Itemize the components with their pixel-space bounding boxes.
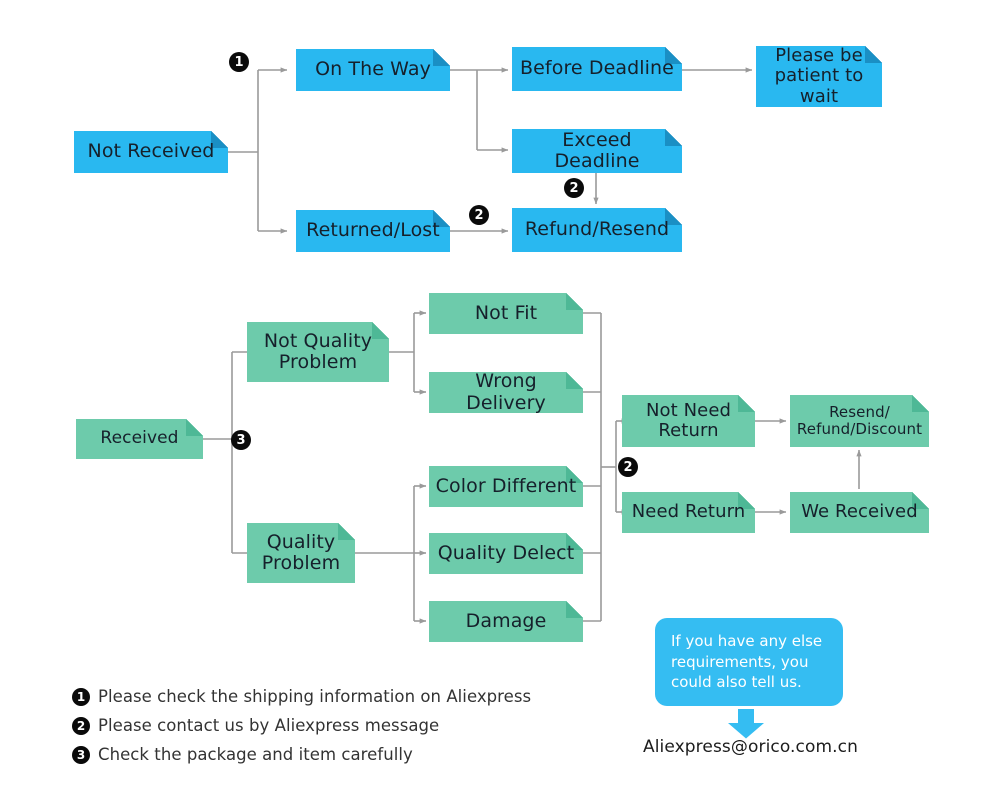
node-need-return[interactable]: Need Return	[622, 492, 755, 533]
badge-step-2-returned: 2	[469, 205, 489, 225]
node-not-quality-problem[interactable]: Not Quality Problem	[247, 322, 389, 382]
node-label: Color Different	[435, 474, 577, 497]
node-label: Exceed Deadline	[554, 128, 640, 172]
node-label: Resend/ Refund/Discount	[796, 403, 923, 438]
node-not-need-return[interactable]: Not Need Return	[622, 395, 755, 447]
node-label: Not Received	[87, 140, 215, 163]
legend-text-2: Please contact us by Aliexpress message	[98, 716, 440, 735]
contact-callout: If you have any else requirements, you c…	[655, 618, 843, 706]
node-label: On The Way	[315, 58, 431, 81]
contact-email[interactable]: Aliexpress@orico.com.cn	[643, 737, 858, 757]
node-label: Not Quality Problem	[263, 329, 373, 373]
node-label: Not Fit	[474, 301, 538, 324]
legend-badge-3: 3	[72, 745, 90, 764]
node-label: We Received	[801, 501, 918, 523]
legend-badge-2: 2	[72, 716, 90, 735]
node-we-received[interactable]: We Received	[790, 492, 929, 533]
node-label: Quality Delect	[437, 541, 575, 564]
badge-number: 3	[236, 432, 246, 448]
node-label: Wrong Delivery	[466, 370, 546, 414]
legend-text-3: Check the package and item carefully	[98, 745, 413, 764]
legend-item-1: 1 Please check the shipping information …	[72, 682, 592, 711]
node-not-fit[interactable]: Not Fit	[429, 293, 583, 334]
node-label: Before Deadline	[520, 57, 674, 80]
node-label: Need Return	[631, 501, 746, 523]
node-label: Refund/Resend	[524, 218, 670, 241]
node-received[interactable]: Received	[76, 419, 203, 459]
node-exceed-deadline[interactable]: Exceed Deadline	[512, 129, 682, 173]
node-label: Received	[100, 428, 179, 449]
legend: 1 Please check the shipping information …	[72, 682, 592, 769]
badge-step-2-return-split: 2	[618, 457, 638, 477]
badge-number: 2	[474, 207, 484, 223]
legend-badge-1: 1	[72, 687, 90, 706]
email-text: Aliexpress@orico.com.cn	[643, 737, 858, 757]
node-returned-lost[interactable]: Returned/Lost	[296, 210, 450, 252]
legend-text-1: Please check the shipping information on…	[98, 687, 532, 706]
badge-number: 1	[234, 54, 244, 70]
badge-step-3-received: 3	[231, 430, 251, 450]
node-please-be-patient[interactable]: Please be patient to wait	[756, 46, 882, 107]
node-quality-delect[interactable]: Quality Delect	[429, 533, 583, 574]
node-not-received[interactable]: Not Received	[74, 131, 228, 173]
node-label: Returned/Lost	[306, 219, 440, 242]
node-damage[interactable]: Damage	[429, 601, 583, 642]
node-label: Damage	[465, 609, 547, 632]
node-label: Not Need Return	[645, 399, 732, 441]
badge-number: 2	[569, 180, 579, 196]
node-quality-problem[interactable]: Quality Problem	[247, 523, 355, 583]
legend-item-3: 3 Check the package and item carefully	[72, 740, 592, 769]
legend-item-2: 2 Please contact us by Aliexpress messag…	[72, 711, 592, 740]
node-refund-resend[interactable]: Refund/Resend	[512, 208, 682, 252]
badge-step-2-exceed: 2	[564, 178, 584, 198]
node-before-deadline[interactable]: Before Deadline	[512, 47, 682, 91]
badge-step-1-top: 1	[229, 52, 249, 72]
node-resend-refund-discount[interactable]: Resend/ Refund/Discount	[790, 395, 929, 447]
node-on-the-way[interactable]: On The Way	[296, 49, 450, 91]
callout-text: If you have any else requirements, you c…	[671, 631, 823, 692]
down-arrow-icon	[728, 709, 764, 739]
node-wrong-delivery[interactable]: Wrong Delivery	[429, 370, 583, 414]
node-label: Quality Problem	[261, 530, 341, 574]
node-label: Please be patient to wait	[774, 45, 864, 107]
badge-number: 2	[623, 459, 633, 475]
node-color-different[interactable]: Color Different	[429, 466, 583, 507]
